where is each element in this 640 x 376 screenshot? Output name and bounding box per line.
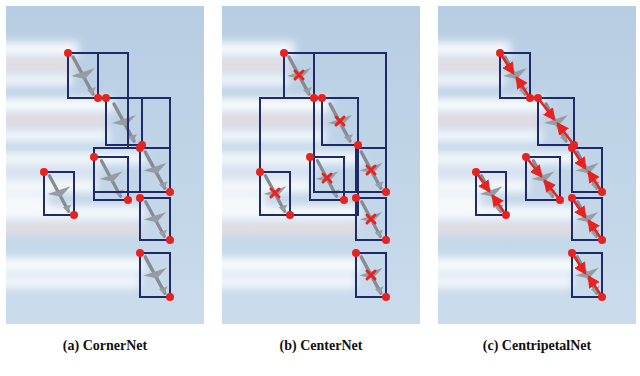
corner-dot: [318, 94, 326, 102]
bounding-boxes: [260, 53, 386, 297]
figure-panel: (c) CentripetalNet: [438, 6, 636, 354]
corner-dot: [256, 168, 264, 176]
sky-photo: [428, 6, 636, 324]
corner-dot: [556, 196, 564, 204]
bounding-box: [572, 148, 602, 192]
corner-dot: [102, 94, 110, 102]
corner-dot: [382, 293, 390, 301]
corner-dot: [472, 168, 480, 176]
corner-dot: [286, 211, 294, 219]
center-cross: [271, 189, 279, 197]
corner-dot: [496, 49, 504, 57]
corner-dot: [526, 94, 534, 102]
bounding-boxes: [44, 53, 170, 297]
center-cross: [367, 166, 375, 174]
sub-caption: (c) CentripetalNet: [438, 338, 636, 354]
bounding-box: [140, 253, 170, 297]
corner-dot: [568, 194, 576, 202]
centripetalnet-panel: [428, 6, 636, 324]
corner-dot: [280, 49, 288, 57]
bounding-box: [356, 148, 386, 192]
corner-dot: [534, 94, 542, 102]
sub-caption: (b) CenterNet: [222, 338, 420, 354]
corner-dot: [354, 141, 362, 149]
center-cross: [367, 215, 375, 223]
bounding-box: [572, 198, 602, 240]
bounding-box: [68, 53, 98, 98]
center-cross: [323, 174, 331, 182]
corner-dot: [64, 49, 72, 57]
cornernet-panel: [0, 6, 204, 324]
corner-dot: [598, 236, 606, 244]
corner-dot: [166, 293, 174, 301]
corner-dot: [40, 168, 48, 176]
corner-dot: [382, 188, 390, 196]
corner-dots: [40, 49, 174, 301]
corner-dots: [472, 49, 606, 301]
bounding-box: [44, 172, 74, 215]
sky-photo: [0, 6, 204, 324]
sky-photo: [212, 6, 420, 324]
centernet-panel: [212, 6, 420, 324]
corner-dot: [502, 211, 510, 219]
corner-dot: [90, 153, 98, 161]
corner-dot: [166, 236, 174, 244]
center-cross: [295, 71, 303, 79]
bounding-box: [140, 148, 170, 192]
corner-dot: [306, 153, 314, 161]
corner-dots: [256, 49, 390, 301]
bounding-box: [476, 172, 506, 215]
bounding-box: [356, 198, 386, 240]
bounding-box: [106, 98, 142, 145]
center-cross: [367, 271, 375, 279]
bounding-box: [322, 98, 358, 145]
false-box: [98, 53, 128, 98]
corner-dot: [340, 196, 348, 204]
bounding-box: [572, 253, 602, 297]
corner-dot: [94, 94, 102, 102]
corner-dot: [136, 194, 144, 202]
bounding-boxes: [476, 53, 602, 297]
corner-dot: [352, 249, 360, 257]
sub-caption: (a) CornerNet: [6, 338, 204, 354]
corner-dot: [598, 188, 606, 196]
corner-dot: [568, 249, 576, 257]
false-box: [314, 53, 386, 192]
corner-dot: [70, 211, 78, 219]
bounding-box: [94, 157, 128, 200]
bounding-box: [356, 253, 386, 297]
bounding-box: [310, 157, 344, 200]
corner-dot: [382, 236, 390, 244]
figure-panel: (b) CenterNet: [222, 6, 420, 354]
false-box: [128, 98, 170, 148]
bounding-box: [284, 53, 314, 98]
bounding-box: [260, 172, 290, 215]
bounding-box: [538, 98, 574, 145]
bounding-box: [500, 53, 530, 98]
center-cross: [336, 117, 344, 125]
corner-dot: [568, 144, 576, 152]
corner-dot: [166, 188, 174, 196]
bounding-box: [526, 157, 560, 200]
corner-dot: [124, 196, 132, 204]
figure-panel: (a) CornerNet: [6, 6, 204, 354]
corner-dot: [136, 249, 144, 257]
corner-dot: [352, 194, 360, 202]
corner-dot: [136, 144, 144, 152]
centripetal-shifts: [476, 53, 602, 297]
bounding-box: [140, 198, 170, 240]
corner-dot: [598, 293, 606, 301]
center-marks: [271, 71, 375, 279]
false-box: [260, 98, 358, 215]
false-box: [94, 148, 140, 192]
corner-dot: [522, 153, 530, 161]
corner-dot: [310, 94, 318, 102]
